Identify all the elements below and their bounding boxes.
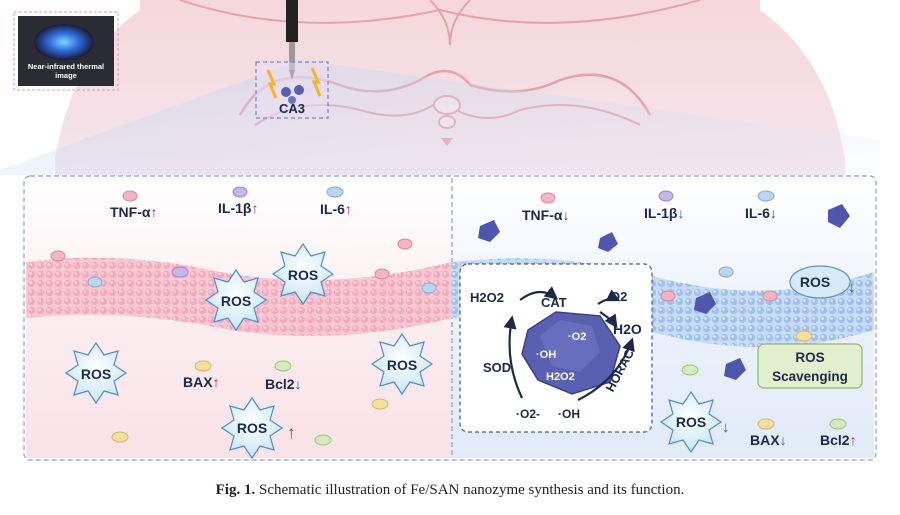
- cytokine-il1b-left: IL-1β↑: [218, 200, 258, 216]
- nanozyme-particle: [694, 292, 716, 314]
- h2o-label: H2O: [613, 321, 642, 337]
- bax-left: BAX↑: [183, 374, 220, 390]
- ros-burst: ROS: [204, 268, 268, 332]
- nanozyme-particle: [598, 232, 618, 252]
- thermal-hotspot: [34, 24, 94, 60]
- ros-increase-arrow: ↑: [287, 423, 296, 442]
- figure-number: Fig. 1.: [215, 482, 256, 498]
- cytokine-particle: [658, 190, 674, 202]
- bax-particle: [757, 418, 775, 430]
- ros-scavenging-line1: ROS: [795, 350, 824, 365]
- cat-arrow: [519, 286, 559, 301]
- nanozyme-particle: [828, 204, 850, 228]
- superoxide-inner-label: ·O2: [568, 331, 586, 343]
- h2o-arrow: [599, 311, 618, 329]
- cytokine-particle: [718, 266, 734, 278]
- cytokine-particle: [397, 238, 413, 250]
- ros-label: ROS: [387, 357, 417, 373]
- ros-burst: ROS: [370, 332, 434, 396]
- nanozyme-particle: [724, 358, 746, 380]
- o2-label: O2: [610, 289, 627, 304]
- figure-caption-text: Schematic illustration of Fe/SAN nanozym…: [258, 482, 685, 498]
- ros-burst: ROS: [659, 390, 723, 454]
- horac-arrow: [577, 337, 635, 401]
- nanozyme-particle: [288, 96, 296, 104]
- cytokine-tnf-right: TNF-α↓: [522, 207, 569, 223]
- midline-fold: [429, 0, 471, 46]
- bcl2-particle: [274, 360, 292, 372]
- nanozyme-particle: [478, 220, 500, 242]
- cytokine-tnf-left: TNF-α↑: [110, 204, 157, 220]
- cytokine-particle: [421, 282, 437, 294]
- ros-label: ROS: [288, 267, 318, 283]
- ros-label: ROS: [237, 420, 267, 436]
- hydroxyl-label: ·OH: [558, 407, 580, 421]
- cytokine-il6-left: IL-6↑: [320, 201, 352, 217]
- ros-burst: ROS: [220, 396, 284, 460]
- ros-label: ROS: [81, 366, 111, 382]
- nanozyme-particle: [294, 85, 304, 95]
- bax-particle: [194, 360, 212, 372]
- thermal-frame: [13, 11, 119, 91]
- ros-bubble: [789, 265, 851, 299]
- bcl2-particle: [314, 434, 332, 446]
- bax-particle: [111, 431, 129, 443]
- ros-label: ROS: [221, 293, 251, 309]
- cytokine-il6-right: IL-6↓: [745, 205, 777, 221]
- ros-burst: ROS: [64, 341, 128, 405]
- figure-caption: Fig. 1. Schematic illustration of Fe/SAN…: [0, 482, 900, 499]
- ros-scavenging-line2: Scavenging: [772, 369, 848, 384]
- cat-label: CAT: [541, 295, 567, 310]
- cytokine-particle: [374, 268, 390, 280]
- cytokine-particle: [540, 192, 556, 204]
- bcl2-right: Bcl2↑: [820, 432, 857, 448]
- hydroxyl-inner-label: ·OH: [536, 349, 556, 361]
- cytokine-particle: [232, 186, 248, 198]
- superoxide-label: ·O2-: [516, 407, 540, 421]
- thermal-image-label: Near-infrared thermal image: [27, 62, 105, 80]
- ros-scavenging-box: [757, 343, 863, 389]
- sod-arrow: [503, 315, 523, 399]
- ros-label-right: ROS: [800, 274, 830, 290]
- bcl2-left: Bcl2↓: [265, 376, 302, 392]
- lightning-icon: [310, 67, 322, 97]
- bax-particle: [795, 330, 813, 342]
- nanozyme-facet: [540, 320, 600, 372]
- cytokine-particle: [87, 276, 103, 288]
- h2o2-label: H2O2: [470, 290, 504, 305]
- h2o2-inner-label: H2O2: [546, 371, 575, 383]
- bcl2-particle: [681, 364, 699, 376]
- ros-label: ROS: [676, 414, 706, 430]
- lightning-icon: [266, 69, 278, 99]
- cytokine-particle: [757, 190, 775, 202]
- nanozyme-particle: [281, 87, 291, 97]
- bax-particle: [371, 398, 389, 410]
- bax-right: BAX↓: [750, 432, 787, 448]
- bcl2-particle: [829, 418, 847, 430]
- cytokine-particle: [326, 186, 344, 198]
- o2-arrow: [597, 289, 621, 305]
- nir-beam: [0, 60, 880, 175]
- sod-label: SOD: [483, 360, 511, 375]
- laser-probe: [286, 0, 298, 42]
- cytokine-particle: [762, 290, 778, 302]
- cytokine-particle: [660, 290, 676, 302]
- cytokine-particle: [122, 190, 138, 202]
- ca3-label: CA3: [279, 101, 305, 116]
- cytokine-particle: [50, 250, 66, 262]
- cytokine-il1b-right: IL-1β↓: [644, 205, 684, 221]
- ros-burst: ROS: [271, 242, 335, 306]
- brain-fold: [179, 0, 701, 24]
- cytokine-particle: [171, 266, 189, 278]
- probe-tip: [289, 42, 295, 70]
- ros-decrease-arrow: ↓: [848, 279, 856, 296]
- ros-decrease-arrow-2: ↓: [722, 419, 730, 436]
